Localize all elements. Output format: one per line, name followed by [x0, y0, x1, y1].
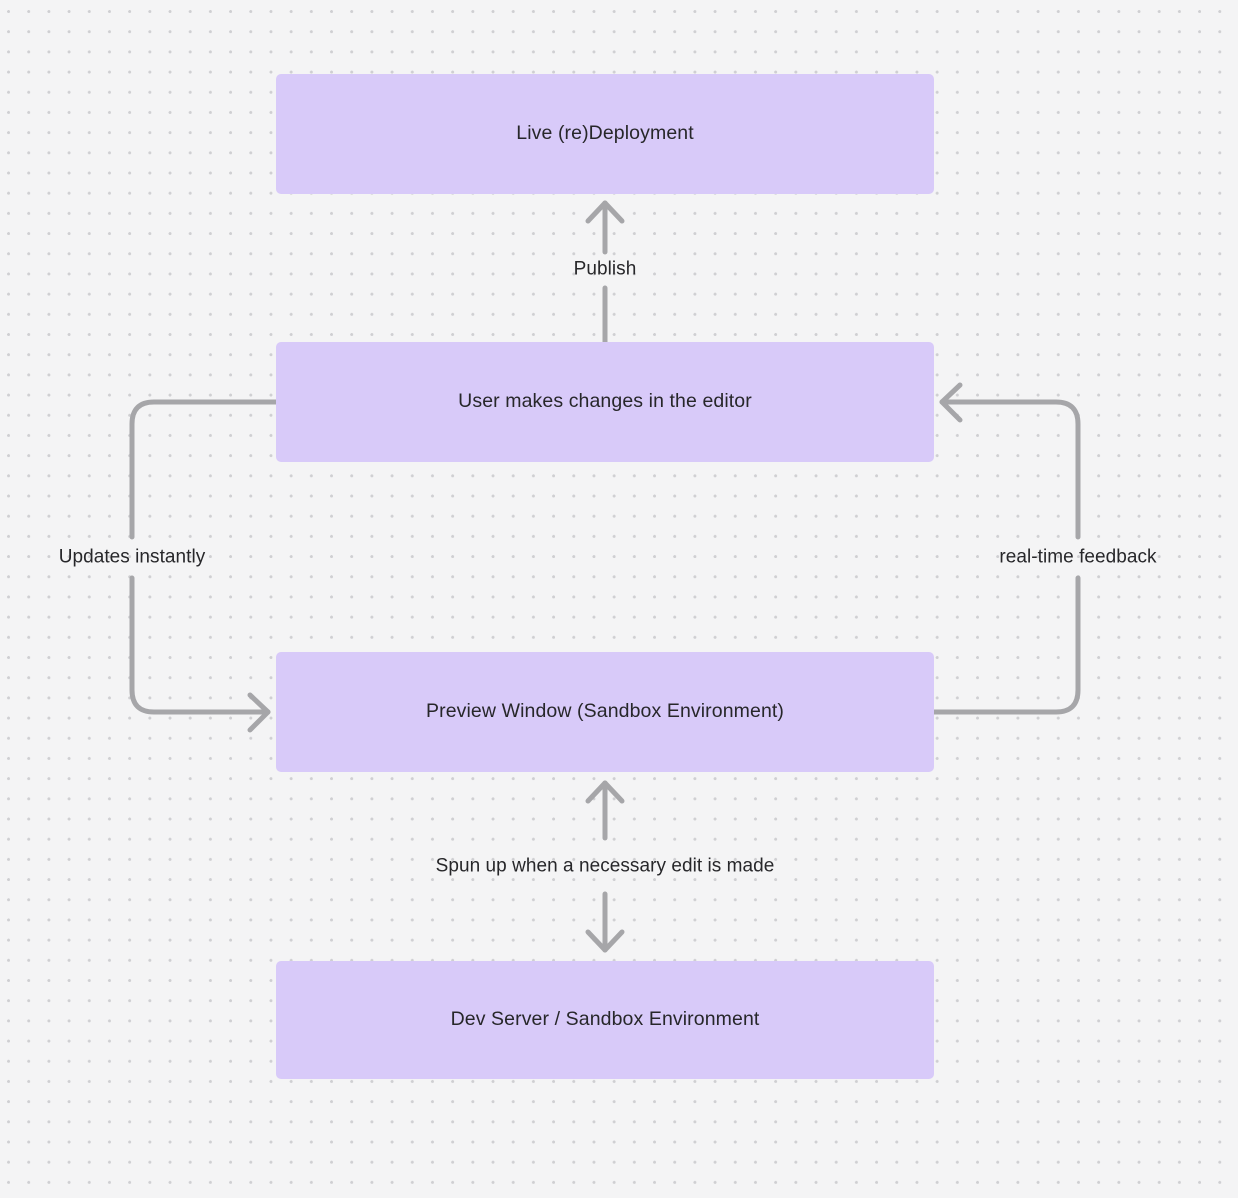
node-preview-window-label: Preview Window (Sandbox Environment) — [426, 700, 784, 723]
edge-updates-instantly-upper-segment — [129, 399, 279, 540]
arrowhead-down-icon — [585, 929, 625, 953]
edge-label-updates-instantly: Updates instantly — [58, 546, 206, 568]
node-dev-server-label: Dev Server / Sandbox Environment — [450, 1008, 760, 1031]
node-preview-window[interactable]: Preview Window (Sandbox Environment) — [276, 652, 934, 772]
edge-real-time-feedback-lower-segment — [931, 575, 1081, 715]
edge-label-real-time-feedback: real-time feedback — [999, 546, 1157, 568]
node-user-editor[interactable]: User makes changes in the editor — [276, 342, 934, 462]
edge-label-publish: Publish — [573, 258, 637, 280]
node-live-deployment[interactable]: Live (re)Deployment — [276, 74, 934, 194]
arrowhead-left-icon — [939, 382, 963, 423]
node-dev-server[interactable]: Dev Server / Sandbox Environment — [276, 961, 934, 1079]
node-live-deployment-label: Live (re)Deployment — [516, 122, 694, 145]
edge-updates-instantly-lower-segment — [129, 575, 271, 715]
arrowhead-up-icon — [585, 200, 625, 224]
arrowhead-up-icon — [585, 780, 625, 804]
arrowhead-right-icon — [247, 692, 271, 733]
node-user-editor-label: User makes changes in the editor — [458, 390, 752, 413]
edge-real-time-feedback-upper-segment — [939, 399, 1081, 540]
edge-label-spun-up: Spun up when a necessary edit is made — [435, 855, 775, 877]
